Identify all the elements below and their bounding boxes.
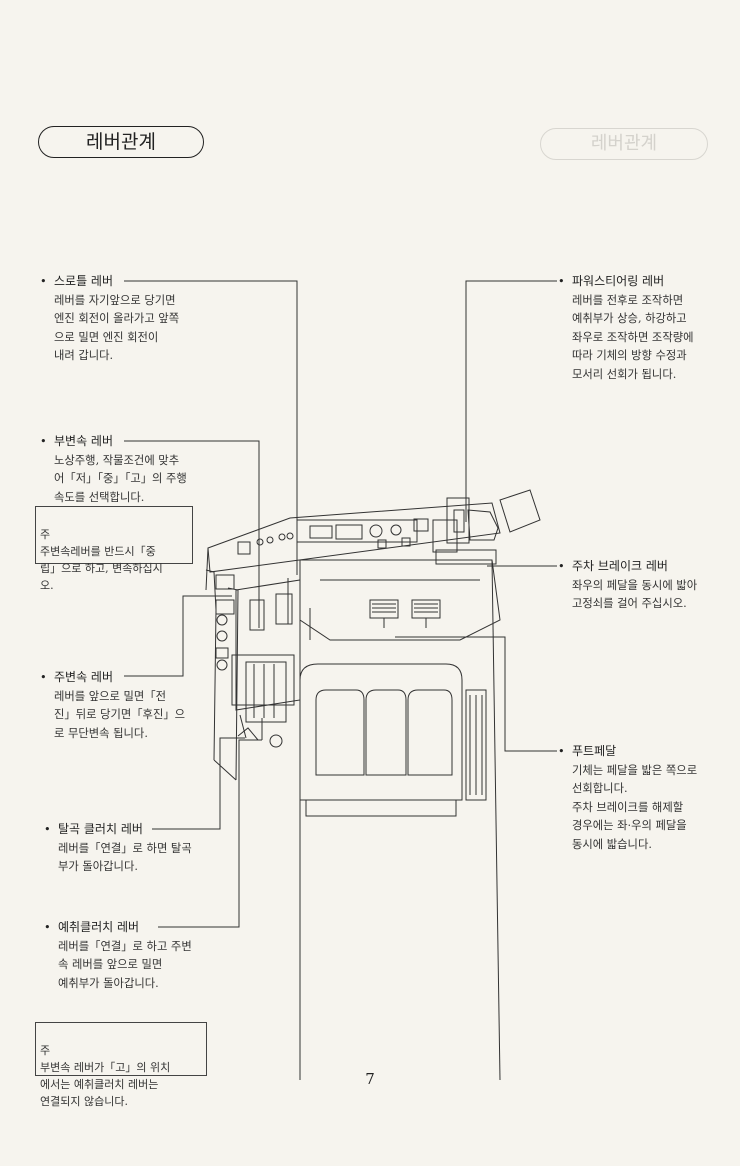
console	[231, 578, 301, 748]
power-steering-lever-title: 파워스티어링 레버	[572, 274, 665, 288]
thresh-clutch-lever-title: 탈곡 클러치 레버	[58, 822, 143, 836]
main-shift-lever-desc: 레버를 앞으로 밀면「전 진」뒤로 당기면「후진」으 로 무단변속 됩니다.	[54, 689, 186, 740]
main-shift-lever-block: •주변속 레버 레버를 앞으로 밀면「전 진」뒤로 당기면「후진」으 로 무단변…	[40, 668, 230, 743]
note-mark: 주	[40, 1044, 51, 1057]
throttle-lever-title: 스로틀 레버	[54, 274, 114, 288]
sub-shift-lever-block: •부변속 레버 노상주행, 작물조건에 맞추 어「저」「중」「고」의 주행 속도…	[40, 432, 230, 507]
thresh-clutch-lever-desc: 레버를「연결」로 하면 탈곡 부가 돌아갑니다.	[58, 841, 192, 874]
foot-pedal-block: •푸트페달 기체는 페달을 밟은 쪽으로 선회합니다. 주차 브레이크를 해제할…	[558, 742, 738, 854]
reaper-clutch-lever-title: 예취클러치 레버	[58, 920, 140, 934]
sub-shift-lever-title: 부변속 레버	[54, 434, 114, 448]
foot-pedal-desc: 기체는 페달을 밟은 쪽으로 선회합니다. 주차 브레이크를 해제할 경우에는 …	[572, 763, 698, 851]
throttle-lever-block: •스로틀 레버 레버를 자기앞으로 당기면 엔진 회전이 올라가고 앞쪽 으로 …	[40, 272, 230, 366]
power-steering-lever-desc: 레버를 전후로 조작하면 예취부가 상승, 하강하고 좌우로 조작하면 조작량에…	[572, 293, 694, 381]
leader-reaper-clutch	[158, 739, 262, 928]
leader-main-shift	[124, 595, 232, 677]
bleed-through-title: 레버관계	[540, 128, 708, 160]
page-title: 레버관계	[38, 126, 204, 158]
seat	[299, 663, 487, 817]
caution-note-main-shift: 주 주변속레버를 반드시「중 립」으로 하고, 변속하십시 오.	[35, 506, 193, 592]
parking-brake-lever-title: 주차 브레이크 레버	[572, 559, 668, 573]
parking-brake-lever-block: •주차 브레이크 레버 좌우의 페달을 동시에 밟아 고정쇠를 걸어 주십시오.	[558, 557, 738, 614]
power-steering-lever-block: •파워스티어링 레버 레버를 전후로 조작하면 예취부가 상승, 하강하고 좌우…	[558, 272, 738, 384]
caution-note-sub-shift: 주 부변속 레버가「고」의 위치 에서는 예취클러치 레버는 연결되지 않습니다…	[35, 1022, 207, 1108]
throttle-lever-desc: 레버를 자기앞으로 당기면 엔진 회전이 올라가고 앞쪽 으로 밀면 엔진 회전…	[54, 293, 180, 363]
leader-power-steer	[465, 280, 557, 500]
note-text: 주변속레버를 반드시「중 립」으로 하고, 변속하십시 오.	[40, 545, 163, 592]
dashboard	[205, 489, 541, 591]
note-mark: 주	[40, 528, 51, 541]
leader-lines	[124, 280, 557, 928]
reaper-clutch-lever-block: •예취클러치 레버 레버를「연결」로 하고 주변 속 레버를 앞으로 밀면 예취…	[44, 918, 234, 993]
leader-thresh-clutch	[152, 737, 245, 830]
sub-shift-lever-desc: 노상주행, 작물조건에 맞추 어「저」「중」「고」의 주행 속도를 선택합니다.	[54, 453, 187, 504]
note-text: 부변속 레버가「고」의 위치 에서는 예취클러치 레버는 연결되지 않습니다.	[40, 1061, 171, 1108]
reaper-clutch-lever-desc: 레버를「연결」로 하고 주변 속 레버를 앞으로 밀면 예취부가 돌아갑니다.	[58, 939, 192, 990]
page-number: 7	[365, 1070, 375, 1088]
leader-foot-pedal	[395, 636, 557, 752]
leader-throttle	[124, 280, 298, 575]
foot-pedal-title: 푸트페달	[572, 744, 617, 758]
thresh-clutch-lever-block: •탈곡 클러치 레버 레버를「연결」로 하면 탈곡 부가 돌아갑니다.	[44, 820, 234, 877]
parking-brake-lever-desc: 좌우의 페달을 동시에 밟아 고정쇠를 걸어 주십시오.	[572, 578, 698, 611]
main-shift-lever-title: 주변속 레버	[54, 670, 114, 684]
floor-pedals	[299, 559, 501, 1081]
